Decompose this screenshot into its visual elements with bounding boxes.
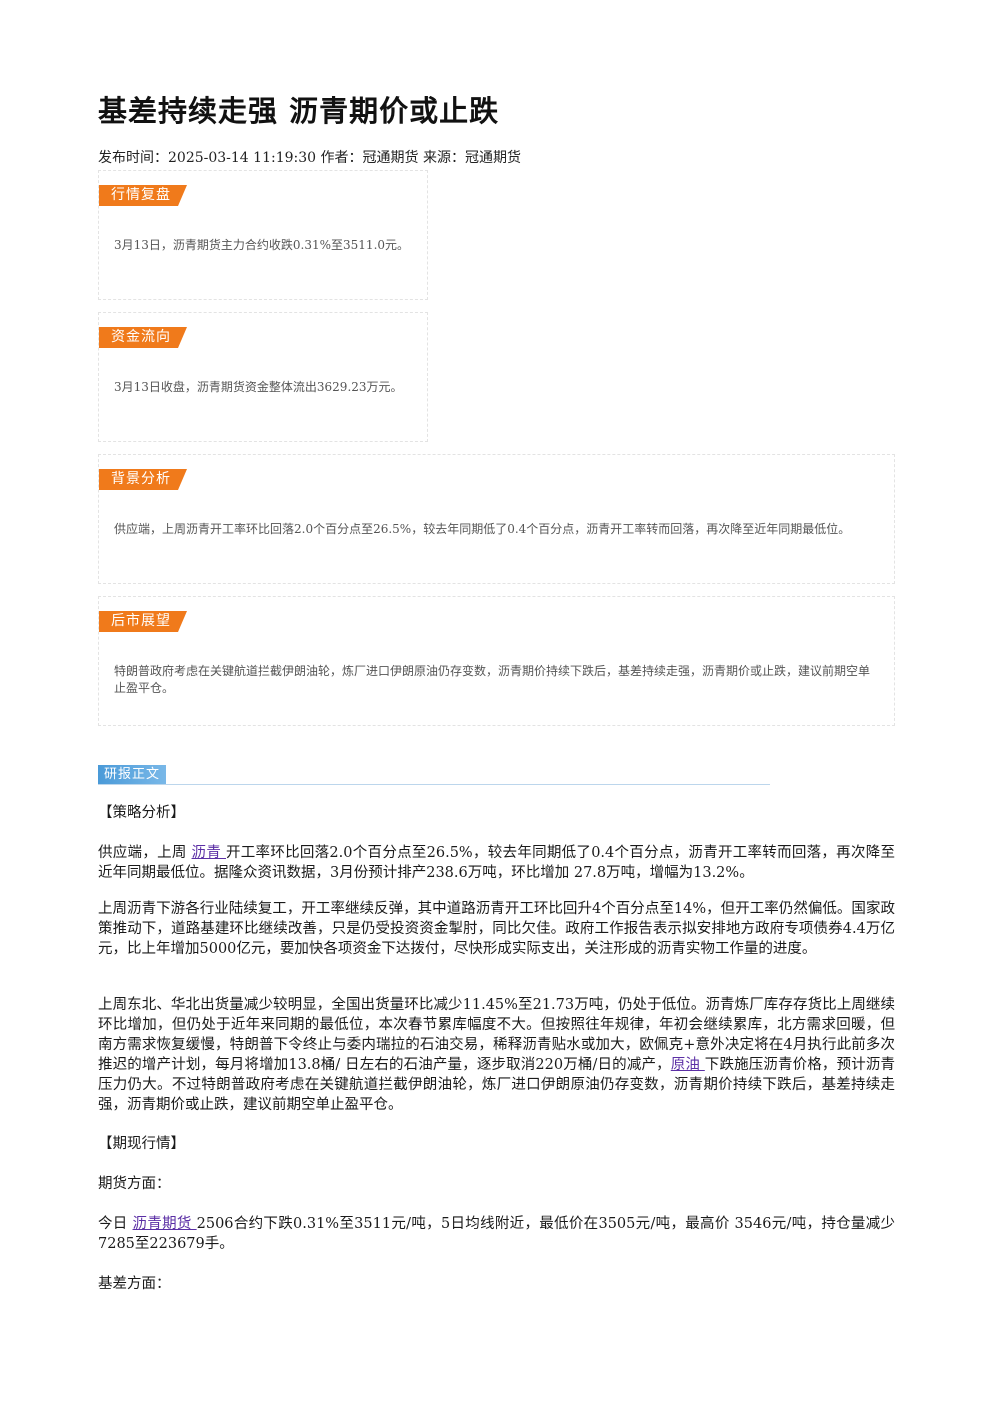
background-card: 背景分析 供应端，上周沥青开工率环比回落2.0个百分点至26.5%，较去年同期低… — [98, 454, 895, 584]
fund-flow-card: 资金流向 3月13日收盘，沥青期货资金整体流出3629.23万元。 — [98, 312, 428, 442]
strategy-heading: 【策略分析】 — [98, 805, 185, 821]
paragraph-supply-text-a: 供应端，上周 — [98, 845, 192, 861]
outlook-text: 特朗普政府考虑在关键航道拦截伊朗油轮，炼厂进口伊朗原油仍存变数，沥青期价持续下跌… — [114, 664, 871, 695]
research-header: 研报正文 — [98, 765, 770, 787]
fund-flow-tag: 资金流向 — [99, 327, 187, 348]
paragraph-supply: 供应端，上周 沥青 开工率环比回落2.0个百分点至26.5%，较去年同期低了0.… — [98, 843, 895, 883]
outlook-tag: 后市展望 — [99, 611, 187, 632]
market-review-text: 3月13日，沥青期货主力合约收跌0.31%至3511.0元。 — [114, 238, 410, 252]
market-review-card: 行情复盘 3月13日，沥青期货主力合约收跌0.31%至3511.0元。 — [98, 170, 428, 300]
futures-heading: 期货方面： — [98, 1176, 171, 1192]
basis-heading: 基差方面： — [98, 1276, 171, 1292]
research-divider — [98, 784, 770, 785]
market-heading: 【期现行情】 — [98, 1136, 185, 1152]
background-text: 供应端，上周沥青开工率环比回落2.0个百分点至26.5%，较去年同期低了0.4个… — [114, 522, 851, 536]
asphalt-link[interactable]: 沥青 — [191, 845, 226, 861]
paragraph-futures: 今日 沥青期货 2506合约下跌0.31%至3511元/吨，5日均线附近，最低价… — [98, 1214, 895, 1254]
outlook-card: 后市展望 特朗普政府考虑在关键航道拦截伊朗油轮，炼厂进口伊朗原油仍存变数，沥青期… — [98, 596, 895, 726]
research-tag: 研报正文 — [98, 765, 167, 785]
fund-flow-text: 3月13日收盘，沥青期货资金整体流出3629.23万元。 — [114, 380, 403, 394]
paragraph-supply-text-b: 开工率环比回落2.0个百分点至26.5%，较去年同期低了0.4个百分点，沥青开工… — [98, 845, 896, 881]
paragraph-inventory-text-b: 下跌施压沥青价格，预计沥青压力仍大。不过特朗普政府考虑在关键航道拦截伊朗油轮，炼… — [98, 1057, 896, 1113]
paragraph-inventory: 上周东北、华北出货量减少较明显，全国出货量环比减少11.45%至21.73万吨，… — [98, 995, 895, 1115]
paragraph-futures-text-a: 今日 — [98, 1216, 133, 1232]
market-review-tag: 行情复盘 — [99, 185, 187, 206]
article-meta: 发布时间：2025-03-14 11:19:30 作者：冠通期货 来源：冠通期货 — [98, 150, 521, 166]
background-tag: 背景分析 — [99, 469, 187, 490]
paragraph-inventory-text-a: 上周东北、华北出货量减少较明显，全国出货量环比减少11.45%至21.73万吨，… — [98, 997, 895, 1073]
crude-oil-link[interactable]: 原油 — [670, 1057, 705, 1073]
article-title: 基差持续走强 沥青期价或止跌 — [98, 94, 500, 128]
paragraph-demand: 上周沥青下游各行业陆续复工，开工率继续反弹，其中道路沥青开工环比回升4个百分点至… — [98, 901, 895, 957]
paragraph-futures-text-b: 2506合约下跌0.31%至3511元/吨，5日均线附近，最低价在3505元/吨… — [98, 1216, 896, 1252]
asphalt-futures-link[interactable]: 沥青期货 — [132, 1216, 197, 1232]
